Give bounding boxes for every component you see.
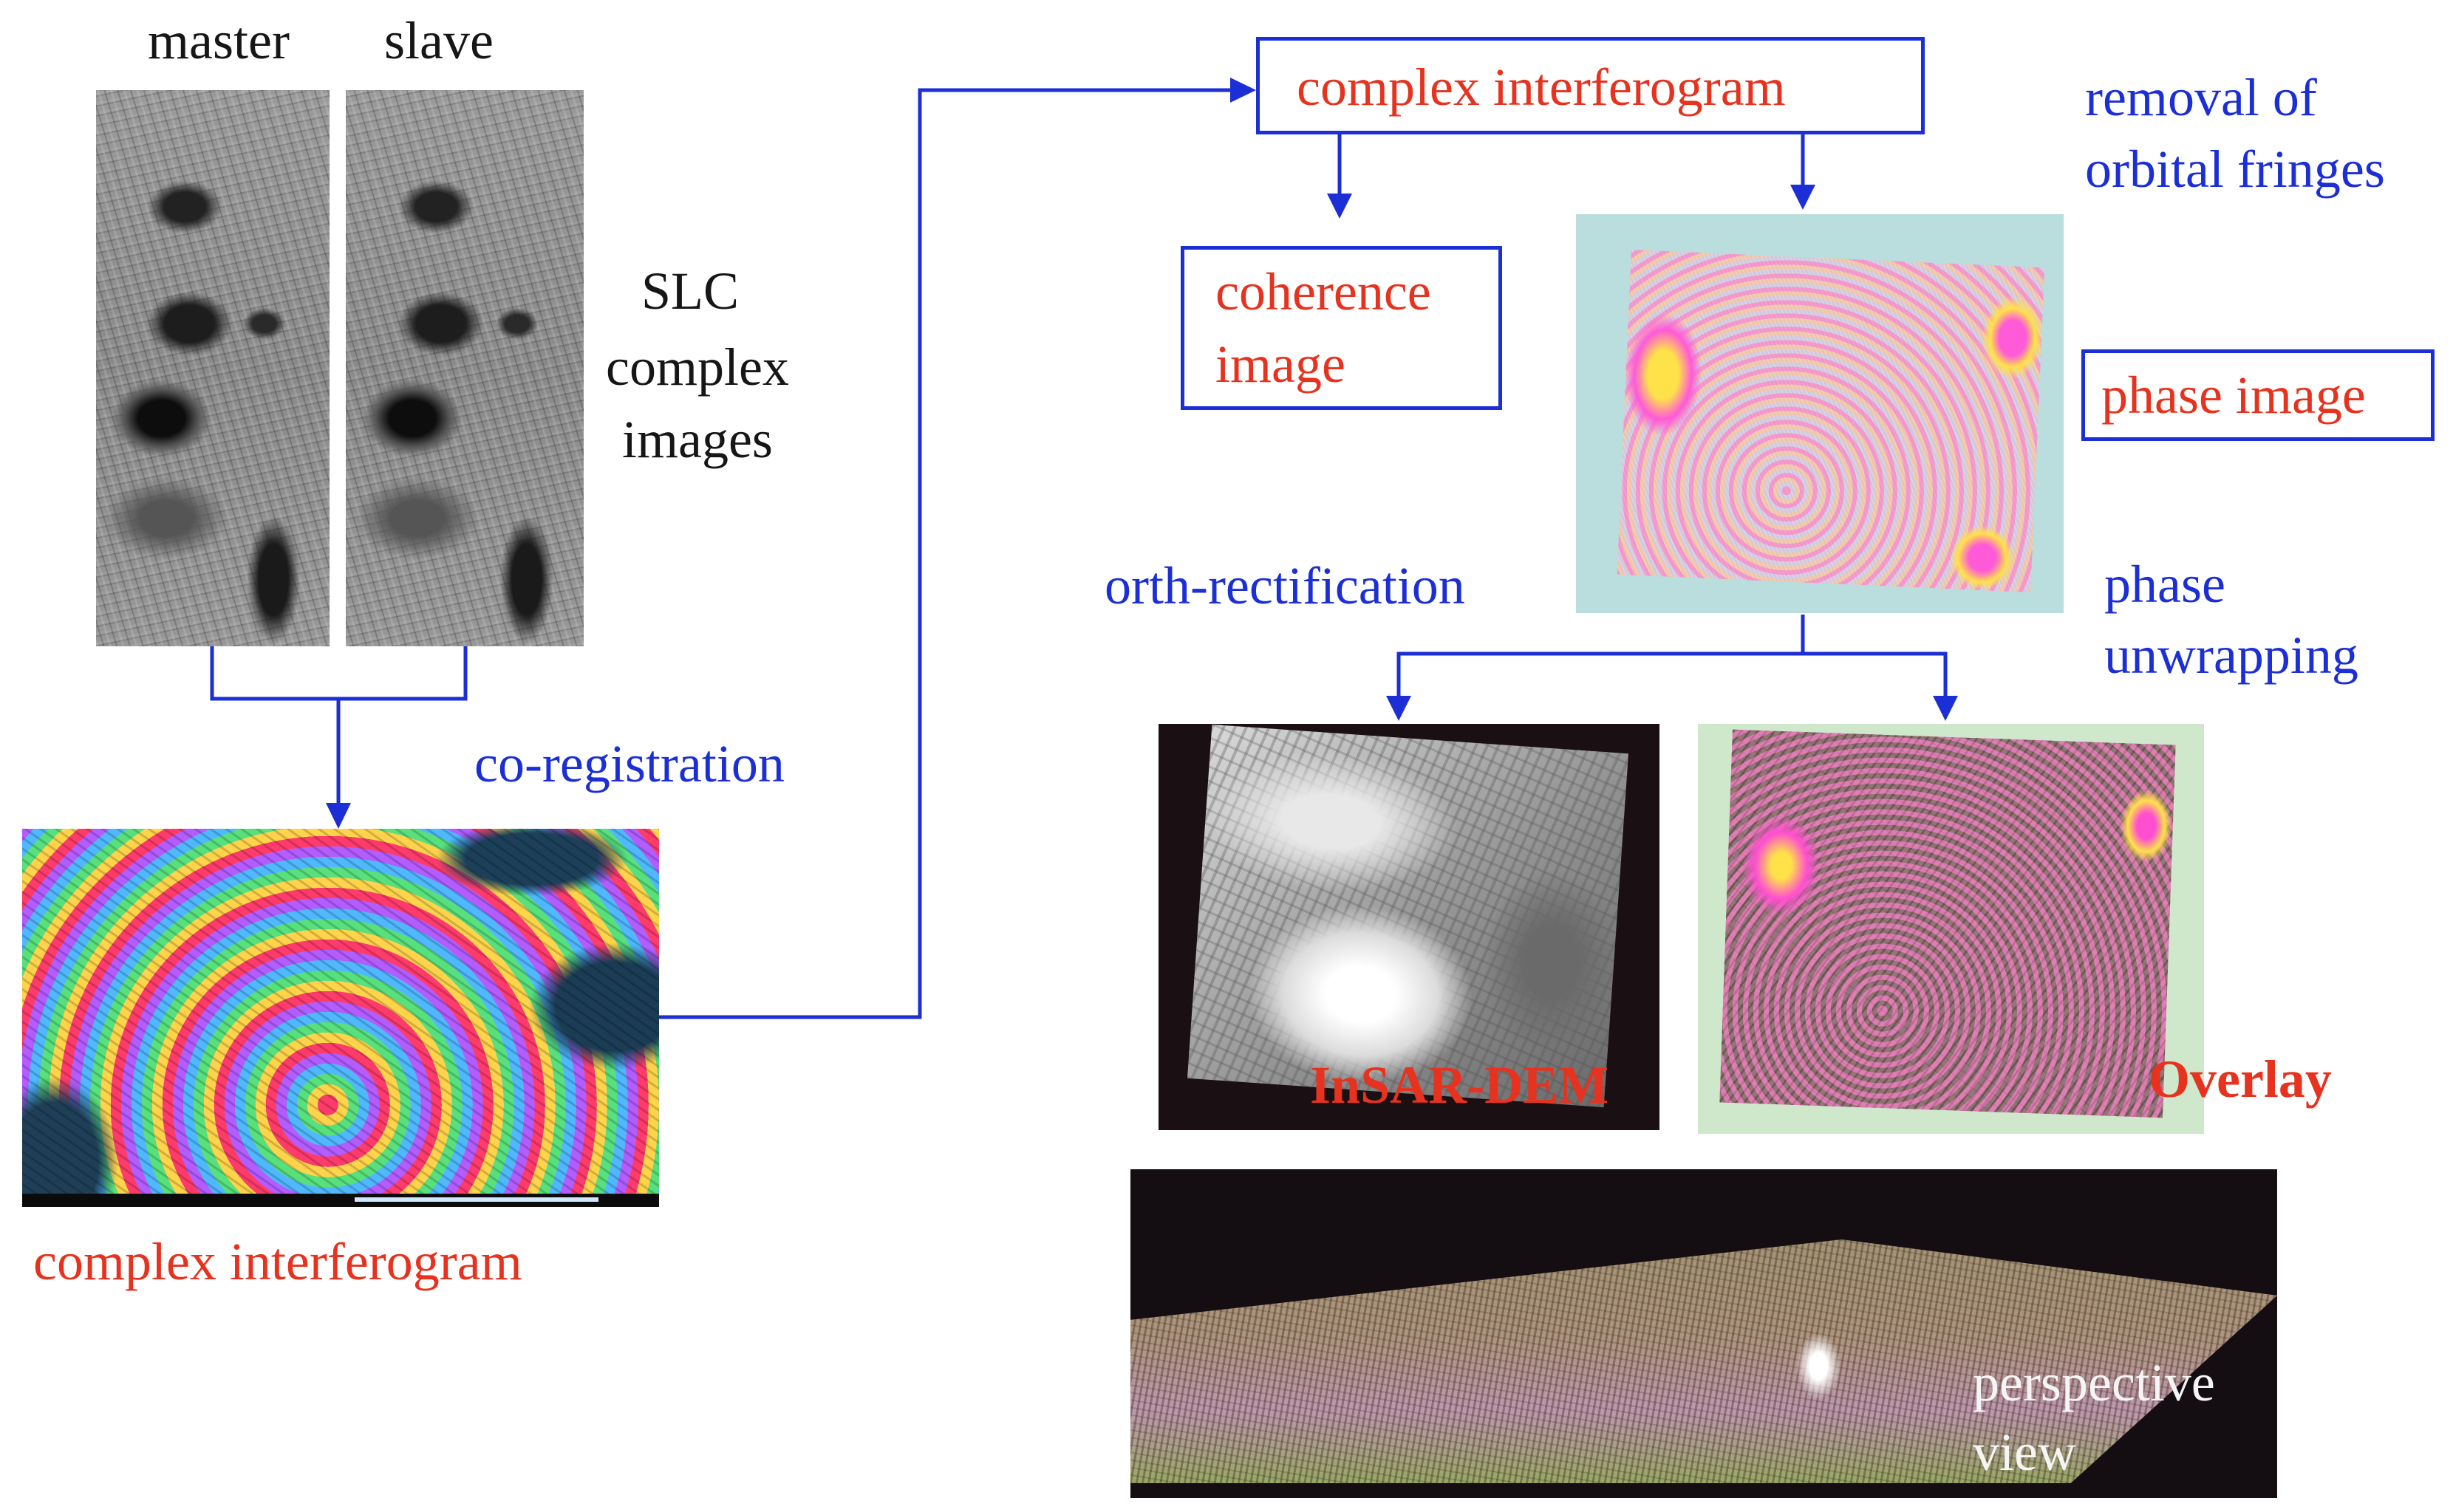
slave-sar-image xyxy=(346,90,584,646)
slc-merge-line xyxy=(210,646,468,701)
to-overlay-arrowhead xyxy=(1933,696,1958,721)
phase-unwrapping-line-1: phase xyxy=(2104,555,2225,614)
phase-image xyxy=(1617,249,2045,593)
slave-label: slave xyxy=(384,11,494,70)
complex-to-coherence-arrowhead xyxy=(1327,194,1352,219)
coherence-label-line-2: image xyxy=(1215,335,1345,394)
phase-image-label: phase image xyxy=(2101,366,2366,425)
interferogram-texture xyxy=(22,829,659,1207)
phase-unwrapping-line-2: unwrapping xyxy=(2104,626,2358,685)
ifg-to-complex-line xyxy=(659,88,1232,1019)
master-sar-image xyxy=(96,90,330,646)
complex-to-phase-arrowhead xyxy=(1790,185,1815,210)
orth-rectification-label: orth-rectification xyxy=(1105,556,1465,615)
slc-to-ifg-arrowhead xyxy=(326,803,351,829)
interferogram-scalebar-mark xyxy=(355,1197,598,1202)
slc-label-line-2: complex xyxy=(606,338,789,397)
removal-label-line-2: orbital fringes xyxy=(2085,140,2385,199)
to-dem-arrowhead xyxy=(1386,696,1411,721)
phase-split-line xyxy=(1396,615,1805,698)
overlay-panel xyxy=(1698,724,2204,1134)
complex-interferogram-box: complex interferogram xyxy=(1256,37,1925,134)
insar-dem-panel: InSAR-DEM xyxy=(1159,724,1659,1130)
perspective-view-line-2: view xyxy=(1973,1423,2076,1482)
overlay-label: Overlay xyxy=(2149,1050,2332,1109)
coherence-label-line-1: coherence xyxy=(1215,262,1431,321)
coherence-image-box: coherence image xyxy=(1181,246,1502,410)
phase-image-panel xyxy=(1576,214,2064,613)
phase-image-box: phase image xyxy=(2081,349,2435,441)
slc-label-line-3: images xyxy=(622,410,773,469)
ifg-to-complex-arrowhead xyxy=(1230,78,1256,103)
co-registration-label: co-registration xyxy=(474,734,785,793)
phase-split-right xyxy=(1803,651,1948,698)
master-label: master xyxy=(148,11,290,70)
complex-interferogram-box-label: complex interferogram xyxy=(1297,58,1786,117)
complex-interferogram-caption: complex interferogram xyxy=(33,1232,522,1291)
complex-interferogram-image xyxy=(22,829,659,1207)
overlay-image xyxy=(1719,729,2176,1118)
interferogram-scalebar xyxy=(22,1194,659,1207)
perspective-view-panel: perspective view xyxy=(1130,1169,2277,1498)
perspective-view-line-1: perspective xyxy=(1973,1353,2215,1412)
insar-dem-label: InSAR-DEM xyxy=(1310,1056,1609,1115)
removal-label-line-1: removal of xyxy=(2085,68,2317,127)
slc-label-line-1: SLC xyxy=(641,261,740,321)
